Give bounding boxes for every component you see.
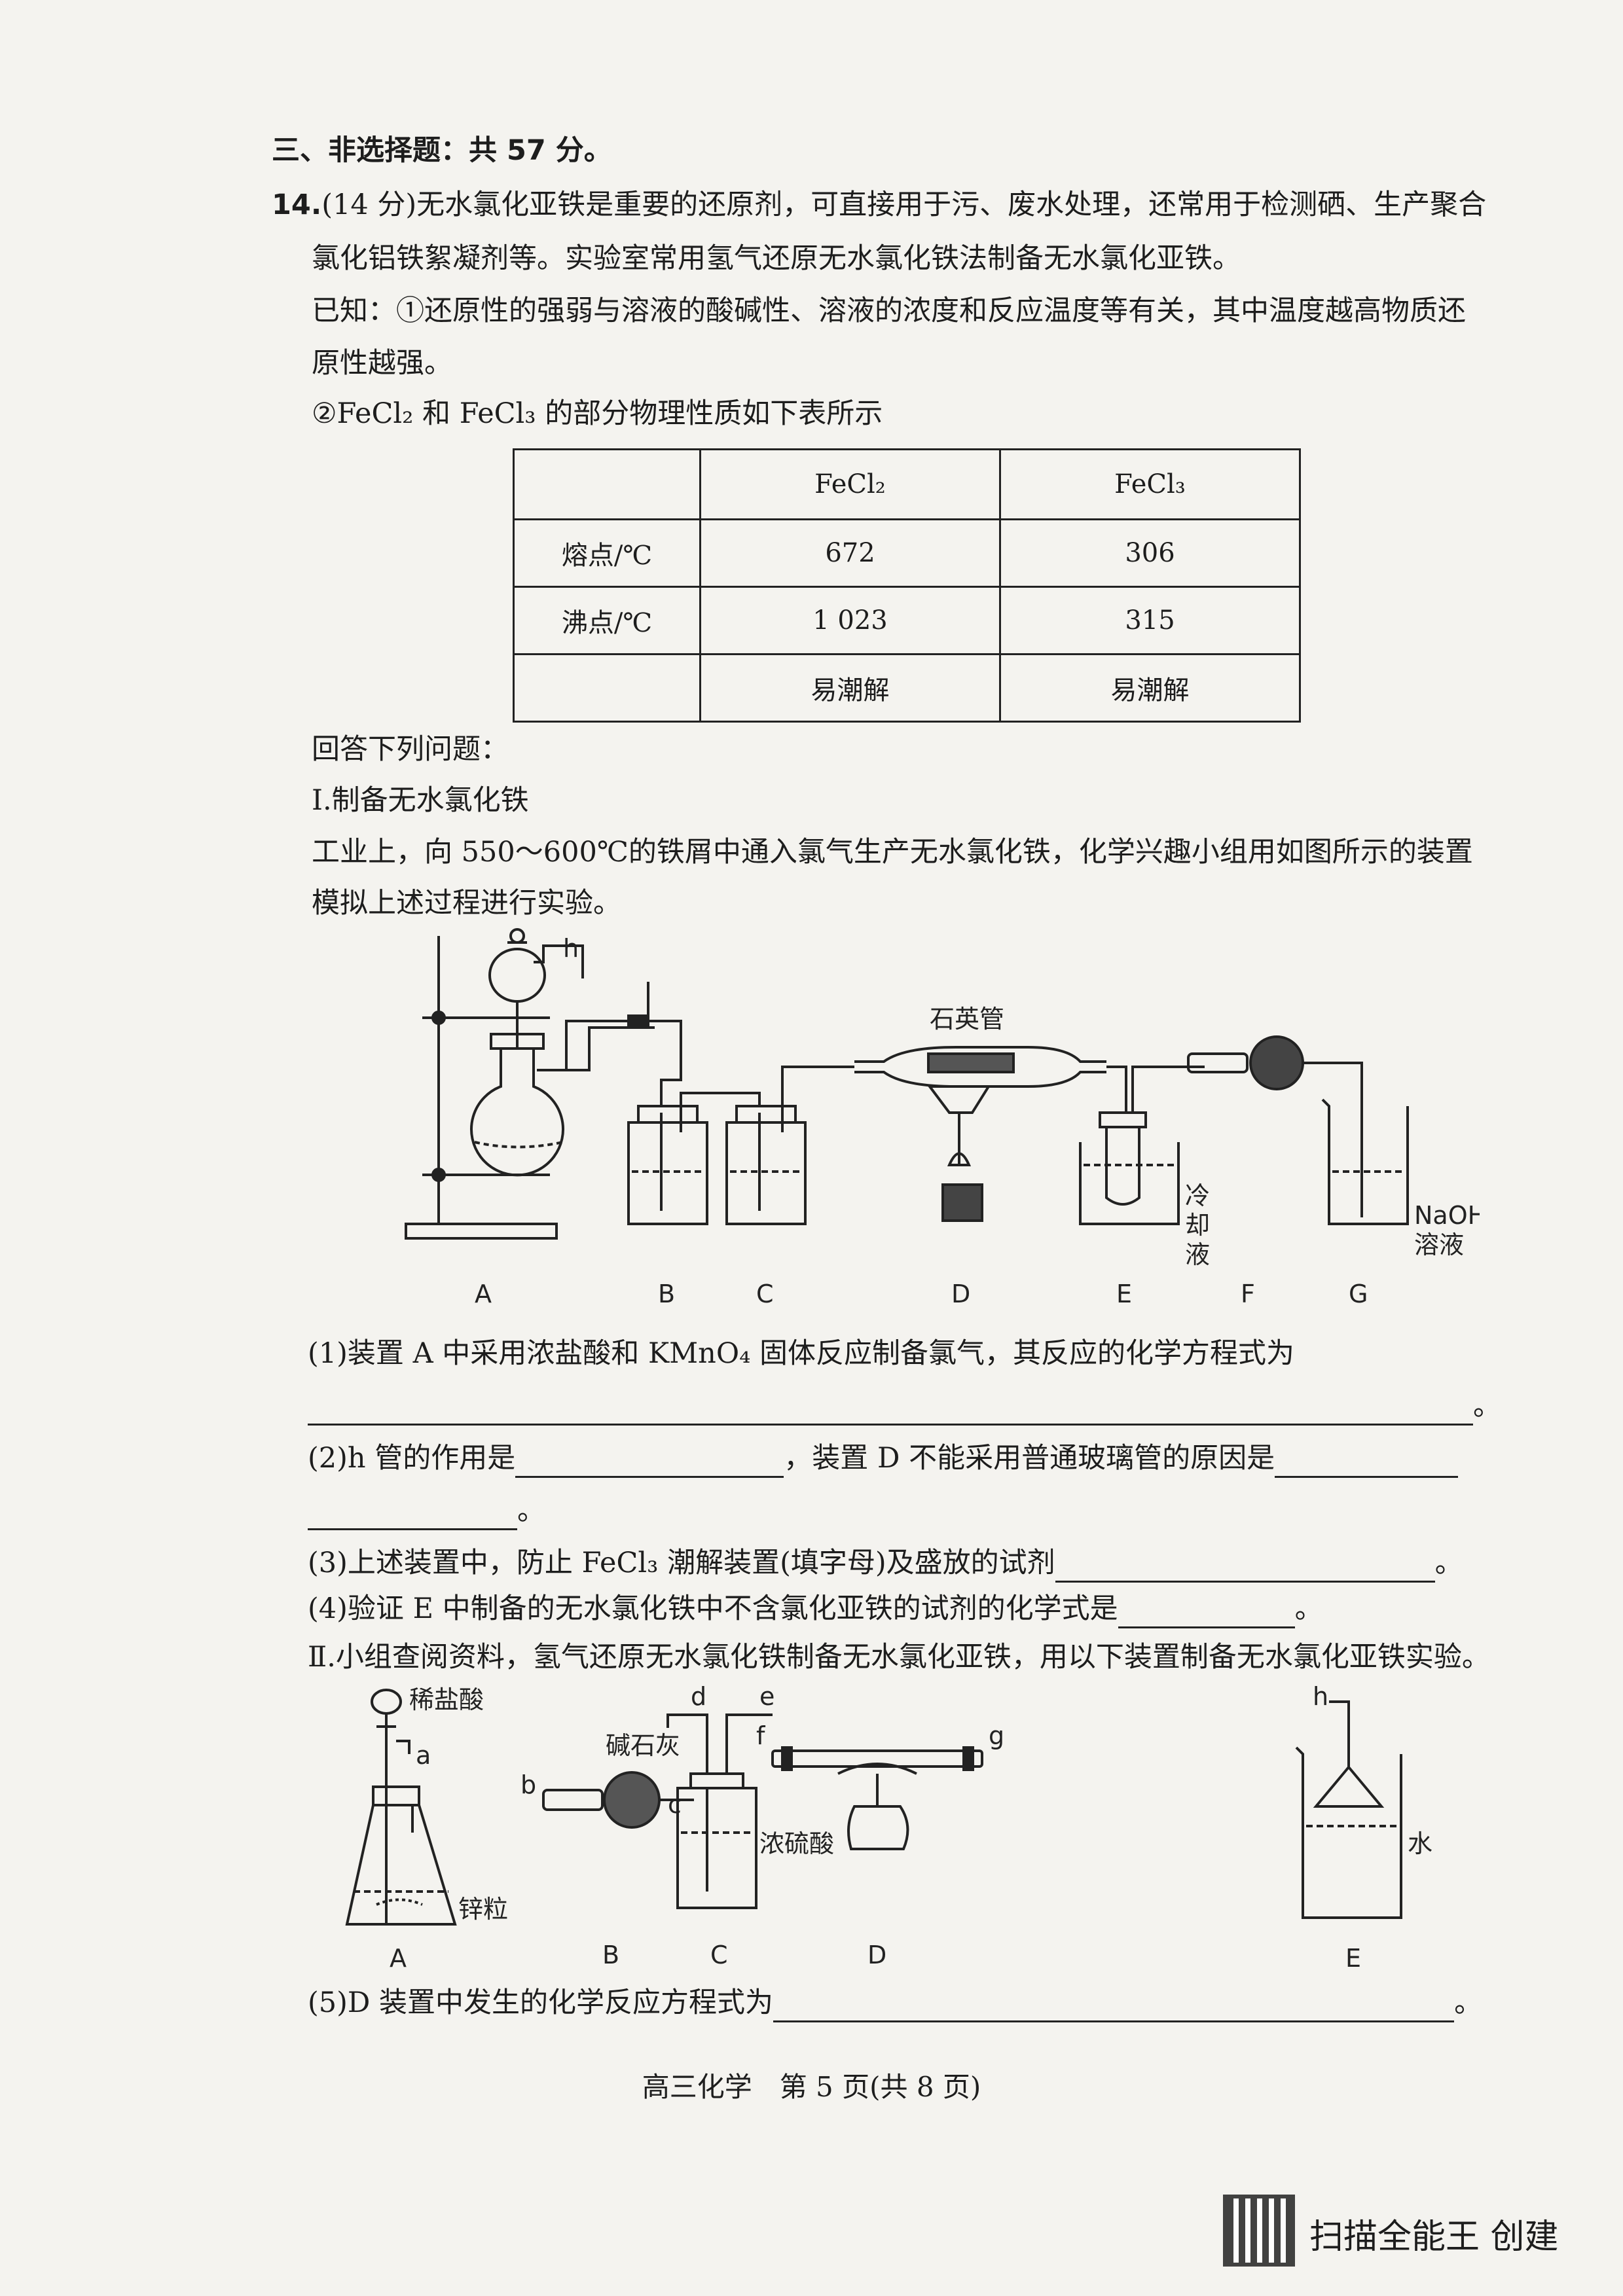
- port-g-label: g: [989, 1721, 1004, 1750]
- table-cell: 1 023: [699, 586, 1001, 655]
- coolant-label-2: 却: [1185, 1211, 1210, 1240]
- sub-question-4: (4)验证 E 中制备的无水氯化铁中不含氯化亚铁的试剂的化学式是。: [308, 1589, 1323, 1628]
- apparatus-b: [627, 1092, 761, 1225]
- sub-question-4-text: (4)验证 E 中制备的无水氯化铁中不含氯化亚铁的试剂的化学式是: [308, 1592, 1118, 1625]
- letter-b: B: [602, 1941, 619, 1969]
- zinc-label: 锌粒: [458, 1895, 508, 1924]
- table-cell: 315: [999, 586, 1301, 655]
- solution-label: 溶液: [1414, 1230, 1464, 1259]
- table-cell: 熔点/℃: [513, 518, 701, 588]
- apparatus-g: [1321, 1080, 1409, 1225]
- port-a-label: a: [416, 1741, 431, 1770]
- table-cell: [513, 653, 701, 723]
- h-tube-label: h: [563, 934, 579, 963]
- sub-question-2-b: ，装置 D 不能采用普通玻璃管的原因是: [784, 1442, 1275, 1475]
- port-b-label: b: [520, 1770, 536, 1799]
- part-1-title: Ⅰ.制备无水氯化铁: [312, 784, 529, 817]
- answer-blank[interactable]: [1275, 1447, 1459, 1478]
- page-footer: 高三化学 第 5 页(共 8 页): [642, 2071, 981, 2103]
- answer-blank[interactable]: [308, 1499, 517, 1530]
- letter-c: C: [710, 1941, 728, 1969]
- port-c-label: c: [668, 1790, 682, 1819]
- apparatus-f: [1187, 1035, 1363, 1090]
- apparatus-d: [854, 1046, 1106, 1222]
- properties-table: FeCl₂ FeCl₃ 熔点/℃ 672 306 沸点/℃ 1 023 315 …: [513, 448, 1301, 723]
- letter-f: F: [1241, 1280, 1255, 1308]
- sub-question-2-a: (2)h 管的作用是: [308, 1442, 516, 1475]
- apparatus-a: [345, 1689, 457, 1926]
- table-cell: [513, 448, 701, 520]
- answer-blank[interactable]: [1055, 1552, 1435, 1583]
- table-row: 易潮解 易潮解: [513, 653, 1301, 723]
- sub-question-5-text: (5)D 装置中发生的化学反应方程式为: [308, 1986, 774, 2019]
- answer-prompt: 回答下列问题：: [312, 733, 509, 766]
- water-label: 水: [1408, 1829, 1432, 1858]
- quartz-tube-label: 石英管: [930, 1005, 1004, 1033]
- table-row: 沸点/℃ 1 023 315: [513, 586, 1301, 655]
- answer-blank[interactable]: [773, 1992, 1455, 2022]
- soda-lime-label: 碱石灰: [606, 1731, 680, 1760]
- apparatus-d: [771, 1746, 983, 1850]
- known-1-line-2: 原性越强。: [312, 347, 452, 380]
- dilute-hcl-label: 稀盐酸: [409, 1685, 484, 1714]
- table-cell: 672: [699, 518, 1001, 588]
- apparatus-a: [405, 928, 655, 1240]
- table-cell: 306: [999, 518, 1301, 588]
- question-intro: (14 分)无水氯化亚铁是重要的还原剂，可直接用于污、废水处理，还常用于检测硒、…: [321, 188, 1487, 221]
- qr-code-icon: [1223, 2195, 1295, 2267]
- table-cell: 易潮解: [699, 653, 1001, 723]
- coolant-label-1: 冷: [1185, 1181, 1210, 1210]
- known-2: ②FeCl₂ 和 FeCl₃ 的部分物理性质如下表所示: [312, 397, 883, 430]
- port-e-label: e: [759, 1682, 775, 1711]
- table-cell: FeCl₂: [699, 448, 1001, 520]
- apparatus-c: [725, 1066, 854, 1225]
- sub-question-2: (2)h 管的作用是 ，装置 D 不能采用普通玻璃管的原因是: [308, 1439, 1459, 1478]
- question-intro-line-2: 氯化铝铁絮凝剂等。实验室常用氢气还原无水氯化铁法制备无水氯化亚铁。: [312, 242, 1241, 275]
- letter-e: E: [1116, 1280, 1132, 1308]
- sub-question-5: (5)D 装置中发生的化学反应方程式为。: [308, 1983, 1482, 2022]
- question-number: 14.: [272, 188, 322, 221]
- table-cell: FeCl₃: [999, 448, 1301, 520]
- part-2-title: Ⅱ.小组查阅资料，氢气还原无水氯化铁制备无水氯化亚铁，用以下装置制备无水氯化亚铁…: [308, 1641, 1490, 1674]
- letter-a: A: [475, 1280, 492, 1308]
- naoh-label: NaOH: [1414, 1201, 1480, 1230]
- table-header-row: FeCl₂ FeCl₃: [513, 448, 1301, 520]
- table-row: 熔点/℃ 672 306: [513, 518, 1301, 588]
- port-d-label: d: [691, 1682, 706, 1711]
- letter-b: B: [658, 1280, 675, 1308]
- part-1-line-1: 工业上，向 550～600℃的铁屑中通入氯气生产无水氯化铁，化学兴趣小组用如图所…: [312, 836, 1473, 869]
- letter-d: D: [867, 1941, 886, 1969]
- section-header: 三、非选择题：共 57 分。: [272, 134, 612, 167]
- coolant-label-3: 液: [1185, 1240, 1210, 1269]
- part-1-line-2: 模拟上述过程进行实验。: [312, 887, 621, 920]
- known-1-line-1: 已知：①还原性的强弱与溶液的酸碱性、溶液的浓度和反应温度等有关，其中温度越高物质…: [312, 295, 1466, 327]
- letter-e: E: [1345, 1944, 1361, 1973]
- letter-g: G: [1349, 1280, 1368, 1308]
- sub-question-3-text: (3)上述装置中，防止 FeCl₃ 潮解装置(填字母)及盛放的试剂: [308, 1547, 1055, 1579]
- apparatus-figure-1: h 石英管 冷 却 液 NaOH 溶液 A B C D E F G: [405, 928, 1480, 1308]
- answer-blank[interactable]: [1118, 1598, 1295, 1628]
- letter-a: A: [390, 1944, 407, 1973]
- sub-question-1: (1)装置 A 中采用浓盐酸和 KMnO₄ 固体反应制备氯气，其反应的化学方程式…: [308, 1337, 1294, 1370]
- answer-blank[interactable]: [515, 1447, 784, 1478]
- apparatus-figure-2: 稀盐酸 a 锌粒 碱石灰 b c d e 浓硫酸 f g h 水 A B C D…: [345, 1682, 1432, 1973]
- answer-line-2: 。: [308, 1491, 545, 1530]
- scanner-watermark: 扫描全能王 创建: [1309, 2217, 1559, 2257]
- port-f-label: f: [756, 1721, 766, 1750]
- port-h-label: h: [1313, 1682, 1328, 1711]
- sub-question-3: (3)上述装置中，防止 FeCl₃ 潮解装置(填字母)及盛放的试剂。: [308, 1543, 1463, 1583]
- apparatus-e: [1079, 1066, 1205, 1225]
- letter-c: C: [756, 1280, 774, 1308]
- apparatus-e: [1295, 1700, 1402, 1919]
- answer-line-1: 。: [308, 1386, 1501, 1426]
- answer-blank[interactable]: [308, 1395, 1473, 1426]
- apparatus-c: [666, 1713, 773, 1909]
- letter-d: D: [951, 1280, 970, 1308]
- conc-h2so4-label: 浓硫酸: [759, 1829, 834, 1858]
- apparatus-b: [542, 1771, 694, 1829]
- table-cell: 易潮解: [999, 653, 1301, 723]
- question-14-line-1: 14.(14 分)无水氯化亚铁是重要的还原剂，可直接用于污、废水处理，还常用于检…: [272, 185, 1486, 224]
- table-cell: 沸点/℃: [513, 586, 701, 655]
